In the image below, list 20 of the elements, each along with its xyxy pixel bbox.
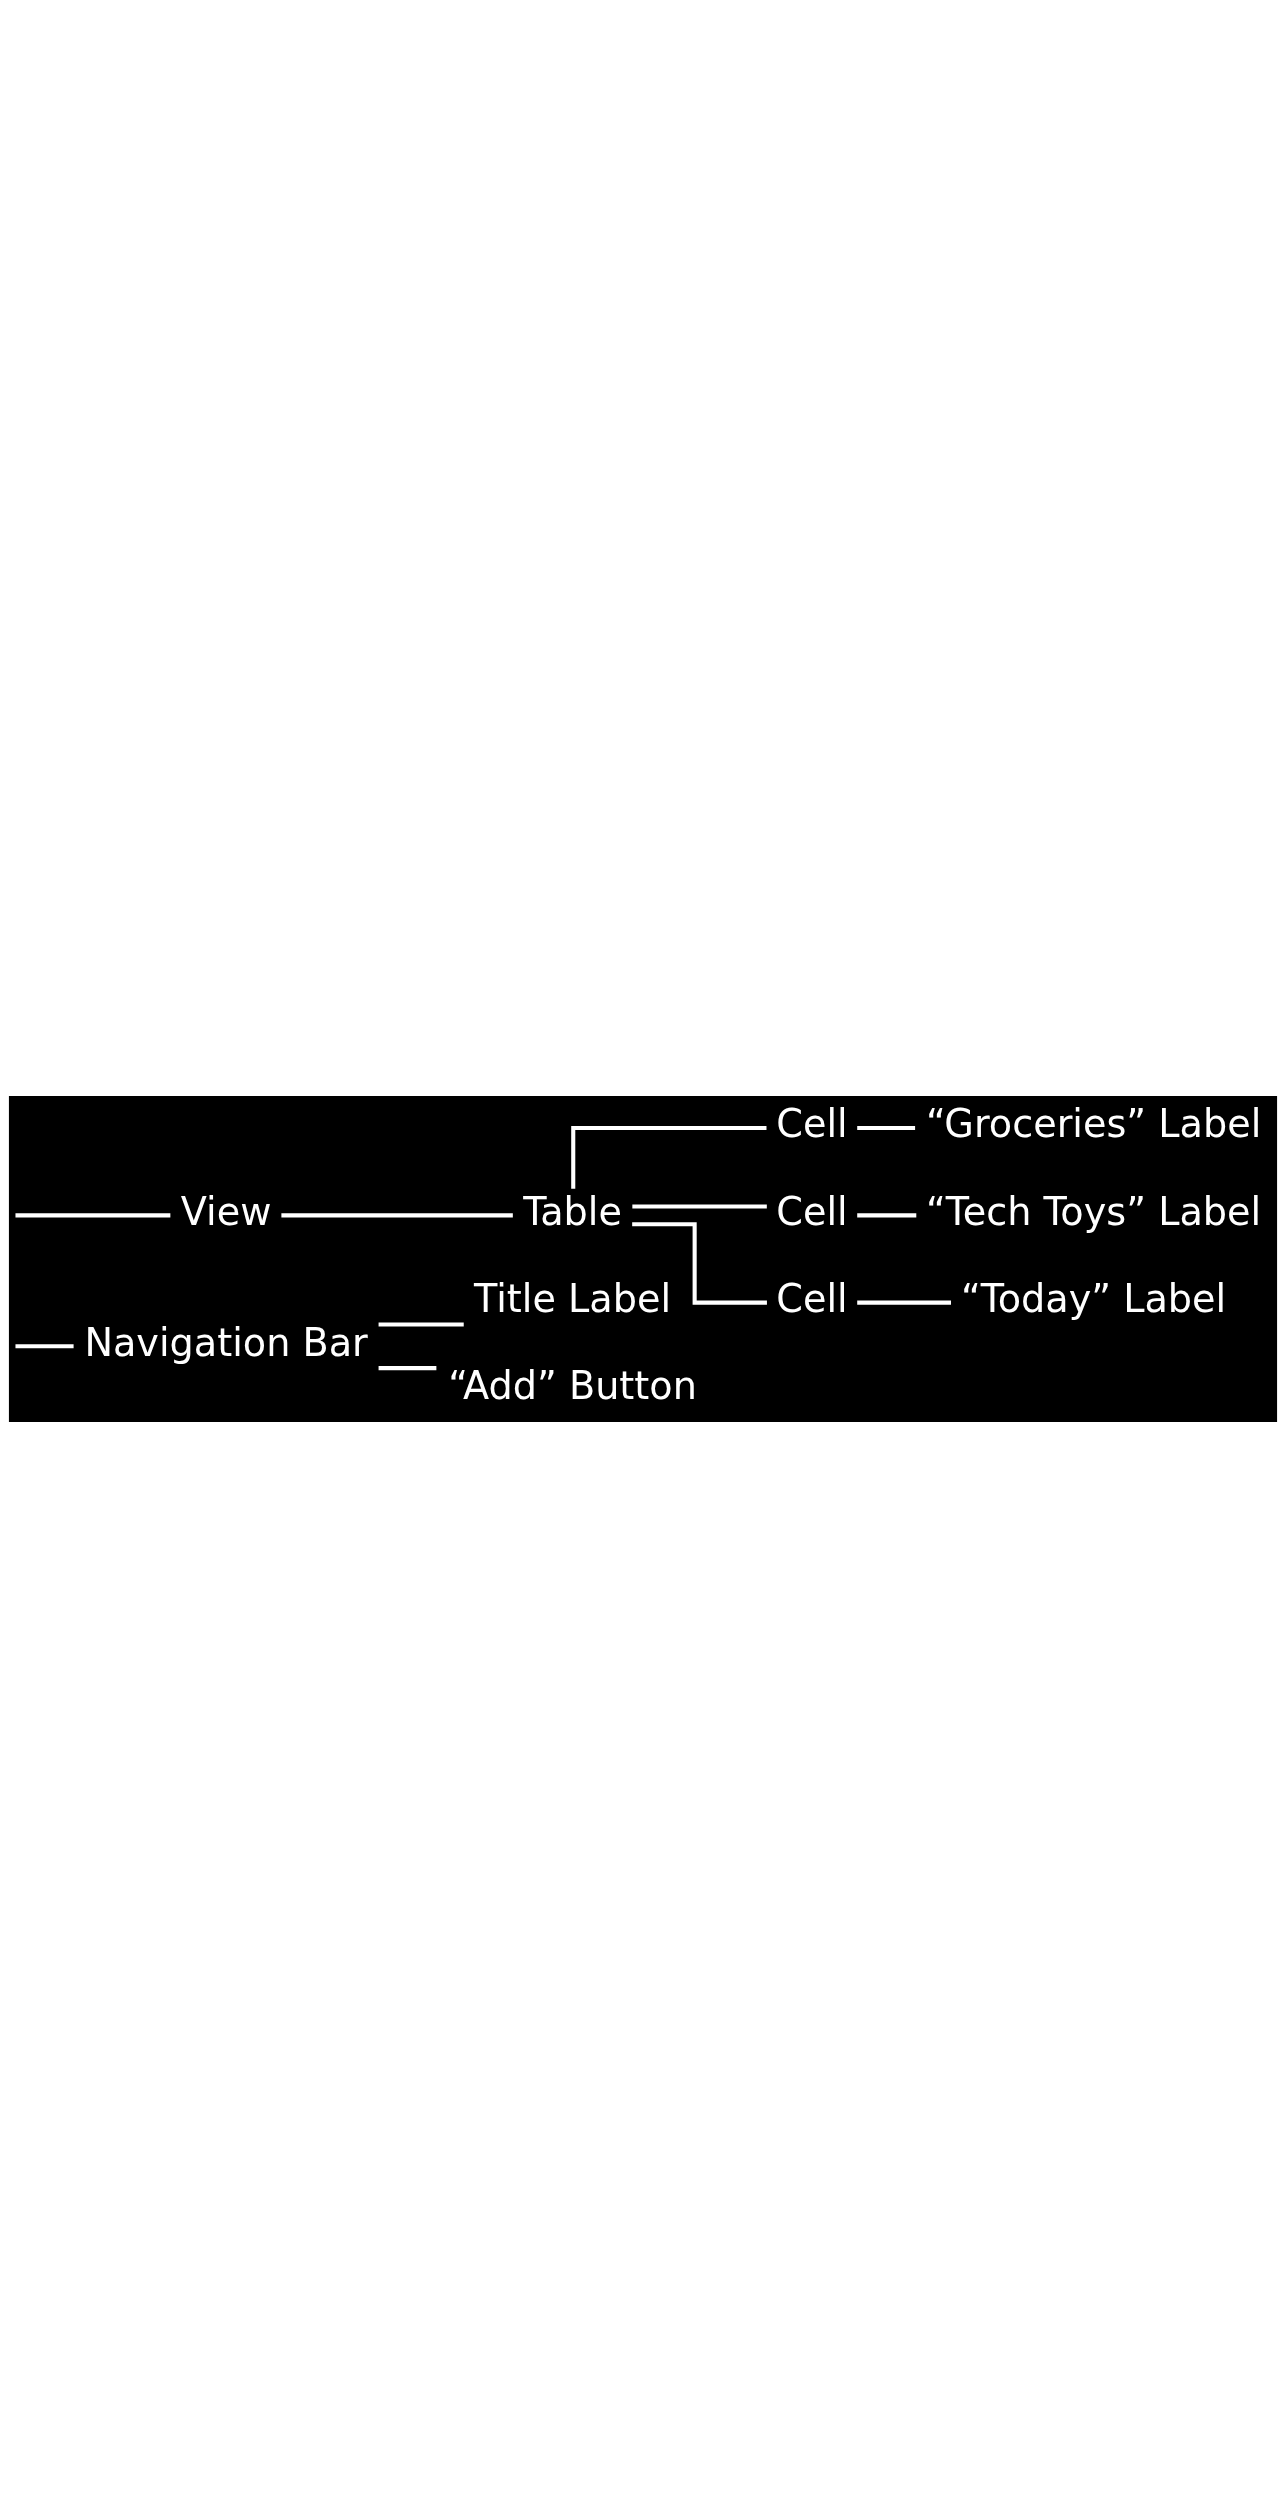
connector <box>857 1125 916 1130</box>
node-text: “Groceries” Label <box>925 1101 1262 1146</box>
connector <box>632 1203 767 1209</box>
node-text: Cell <box>776 1101 848 1146</box>
node-text: “Today” Label <box>961 1276 1227 1321</box>
node-text: Cell <box>776 1189 848 1234</box>
node-text: “Add” Button <box>448 1363 697 1408</box>
connector <box>571 1125 767 1189</box>
connector <box>857 1300 951 1305</box>
node-text: Navigation Bar <box>84 1320 368 1365</box>
node-text: Title Label <box>474 1276 672 1321</box>
node-text: View <box>180 1189 272 1234</box>
connector <box>857 1212 917 1217</box>
connector <box>378 1321 464 1326</box>
connector <box>632 1221 767 1305</box>
connector <box>378 1365 437 1370</box>
node-text: “Tech Toys” Label <box>926 1189 1262 1234</box>
connector <box>281 1212 513 1217</box>
node-text: Table <box>523 1189 622 1234</box>
node-text: Cell <box>776 1276 848 1321</box>
